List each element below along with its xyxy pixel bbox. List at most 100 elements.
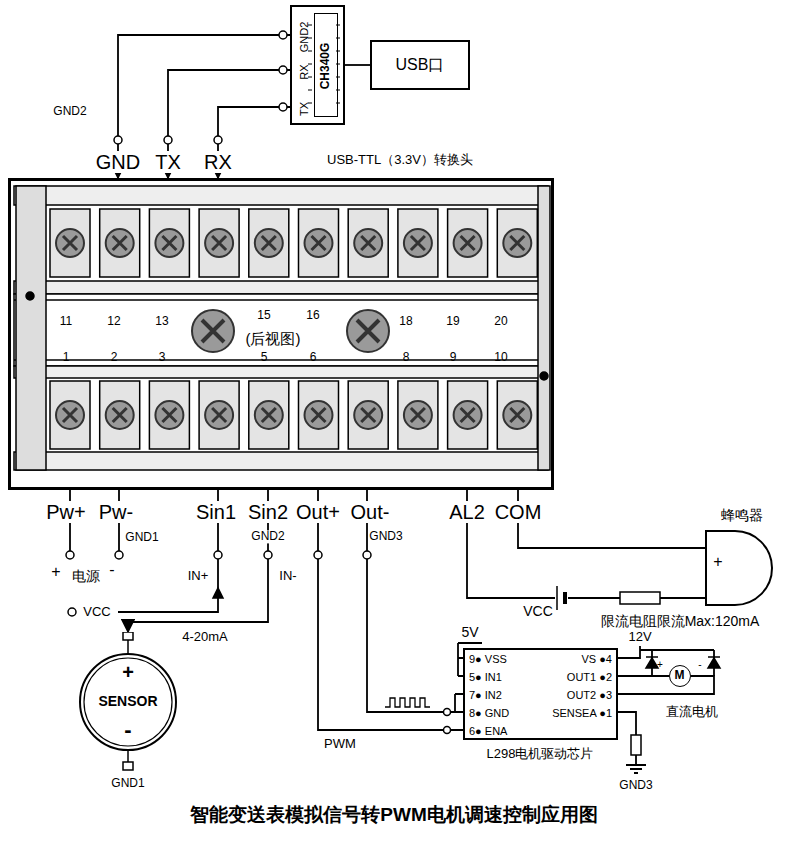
terminal-housing-parts xyxy=(14,299,548,301)
terminal-housing-parts xyxy=(192,310,234,352)
chip-pin xyxy=(308,89,340,90)
screw-slot xyxy=(461,408,475,422)
signal-label: 5 xyxy=(261,351,268,364)
screw-slot xyxy=(262,236,276,250)
terminal-screw xyxy=(56,401,84,429)
signal-label: Pw- xyxy=(96,501,136,523)
screw-slot xyxy=(411,408,425,422)
terminal-cell xyxy=(497,209,537,277)
terminal-cell xyxy=(398,381,438,449)
node-text: USB口 xyxy=(396,56,445,74)
node-text: CH340G xyxy=(319,43,332,90)
screw-slot xyxy=(63,236,77,250)
signal-label: RX xyxy=(201,151,235,173)
battery-symbol xyxy=(555,586,568,610)
terminal-housing-parts xyxy=(14,281,548,294)
terminal-screw xyxy=(404,229,432,257)
node-text: + xyxy=(122,661,134,683)
node-text: 9● VSS xyxy=(469,653,507,665)
terminal-housing-parts xyxy=(14,452,548,470)
signal-label: Pw+ xyxy=(43,501,88,523)
node-text: GND2 xyxy=(298,22,310,53)
signal-label: 15 xyxy=(257,309,270,322)
open-terminal xyxy=(66,551,74,559)
terminal-cell xyxy=(199,381,239,449)
resistor-symbol xyxy=(620,592,660,604)
terminal-screw xyxy=(155,229,183,257)
resistor-symbol xyxy=(620,592,660,604)
signal-label: USB-TTL（3.3V）转换头 xyxy=(327,153,473,167)
node-text: - xyxy=(124,718,131,742)
diagram-caption: 智能变送表模拟信号转PWM电机调速控制应用图 xyxy=(190,805,597,826)
terminal-screw xyxy=(56,229,84,257)
terminal-screw xyxy=(354,229,382,257)
buzzer-outline xyxy=(706,531,772,605)
terminal-cell xyxy=(249,381,289,449)
wire xyxy=(467,490,705,598)
wire xyxy=(118,35,290,178)
open-terminal xyxy=(363,551,371,559)
symbols xyxy=(213,588,720,755)
signal-label: 19 xyxy=(446,315,459,328)
signal-label: Out+ xyxy=(293,501,343,523)
signal-label: GND3 xyxy=(619,779,652,792)
wire xyxy=(367,490,463,712)
edge-label: PWM xyxy=(321,737,359,751)
terminal-housing-parts xyxy=(357,320,379,342)
symbols xyxy=(646,658,658,668)
screw-slot xyxy=(212,408,226,422)
terminal-housing-parts xyxy=(202,320,224,342)
signal-label: 电源 xyxy=(72,569,100,584)
open-terminal xyxy=(444,727,451,734)
open-terminal xyxy=(214,136,222,144)
square-wave xyxy=(385,698,430,707)
node-text: SENSEA ●1 xyxy=(552,707,612,719)
terminal-screw xyxy=(503,401,531,429)
terminal-cell xyxy=(149,209,189,277)
usb-port: USB口 xyxy=(370,40,470,90)
signal-label: Out- xyxy=(348,501,393,523)
screw-slot xyxy=(113,236,127,250)
terminal-cell xyxy=(100,381,140,449)
terminal-screw xyxy=(305,401,333,429)
signal-label: 2 xyxy=(111,351,118,364)
terminal-housing-parts xyxy=(14,186,550,470)
node-text: 7● IN2 xyxy=(469,689,502,701)
node-text: SENSOR xyxy=(98,694,157,709)
terminal-screw xyxy=(354,401,382,429)
chip-pins xyxy=(308,25,340,103)
signal-label: 18 xyxy=(399,315,412,328)
buzzer-symbol: 蜂鸣器+ xyxy=(705,505,780,610)
signal-label: 5V xyxy=(461,625,478,640)
node-text: 5● IN1 xyxy=(469,671,502,683)
signal-label: GND1 xyxy=(125,531,158,544)
terminal-screw xyxy=(503,229,531,257)
node-text: 蜂鸣器 xyxy=(721,508,763,523)
terminal-cell xyxy=(497,381,537,449)
wires xyxy=(70,490,714,773)
terminal-screw xyxy=(404,401,432,429)
screw-slot xyxy=(510,236,524,250)
screw-slot xyxy=(63,408,77,422)
terminal-screw xyxy=(106,401,134,429)
terminal-cell xyxy=(199,209,239,277)
terminal-cell xyxy=(249,209,289,277)
terminal-screw xyxy=(454,401,482,429)
symbols xyxy=(213,588,223,598)
open-terminal xyxy=(115,551,123,559)
wire xyxy=(168,70,290,178)
node-text: M xyxy=(675,669,685,682)
screw-slot xyxy=(411,236,425,250)
terminal-cell xyxy=(50,209,90,277)
screw-slot xyxy=(312,408,326,422)
symbols xyxy=(631,735,641,755)
screw-slot xyxy=(162,236,176,250)
terminal-housing-parts xyxy=(14,366,548,378)
usb-ttl-adapter: CH340GGND2RXTX xyxy=(290,5,345,125)
signal-label: - xyxy=(109,561,114,579)
terminal-screw xyxy=(106,229,134,257)
terminal-cell xyxy=(299,209,339,277)
open-terminal xyxy=(264,551,272,559)
